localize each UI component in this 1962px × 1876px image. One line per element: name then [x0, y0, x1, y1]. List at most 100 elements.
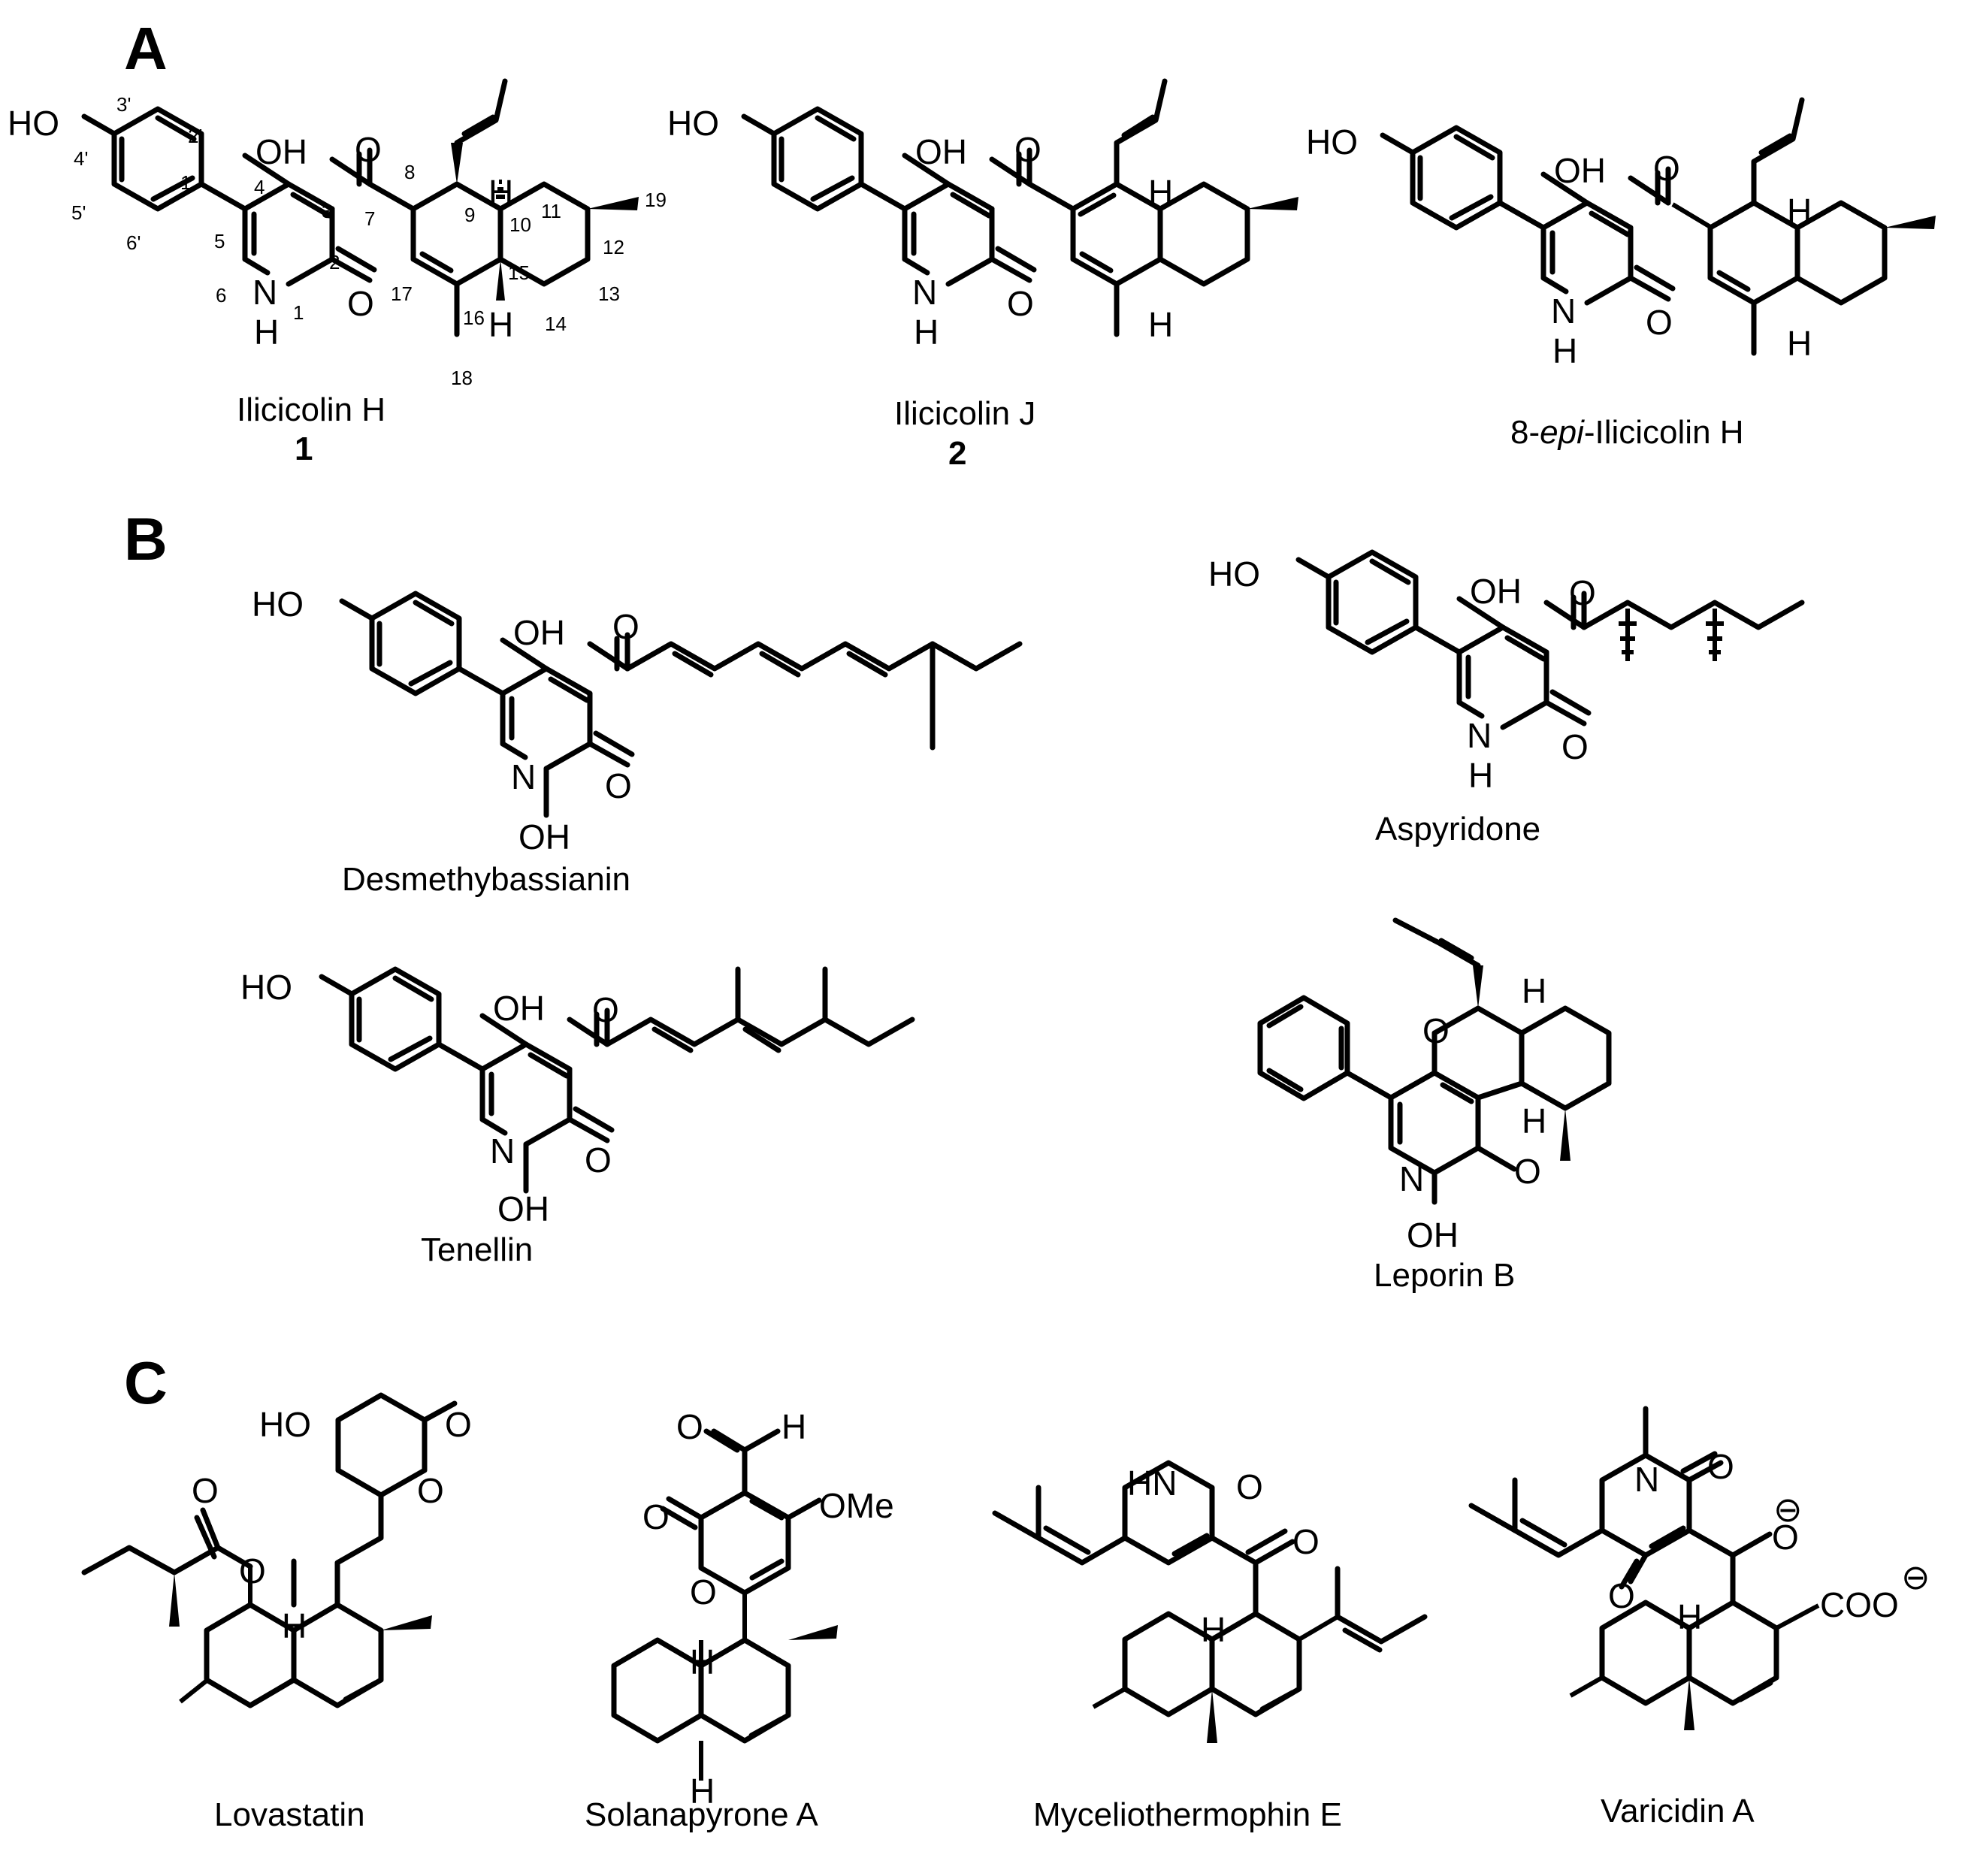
o-charge-var: ⊖ [1773, 1490, 1803, 1529]
o-label-lov-d: O [239, 1551, 266, 1591]
ho-label-asp: HO [1208, 554, 1260, 594]
num-6p: 6' [126, 231, 141, 254]
noh-label-ten: OH [497, 1189, 549, 1228]
oh-label-1: OH [255, 132, 307, 171]
o-label-var-a: O [1707, 1447, 1734, 1486]
num-4: 4 [254, 176, 265, 198]
leporin-b-name: Leporin B [1374, 1257, 1515, 1294]
panel-label-b: B [124, 506, 168, 572]
desmethybassianin-name: Desmethybassianin [342, 861, 630, 898]
h-label-2b: H [1148, 305, 1173, 344]
oh-label-desm: OH [513, 613, 565, 652]
noh-label-desm: OH [518, 817, 570, 856]
h-label-epi-b: H [1787, 324, 1812, 363]
num-17: 17 [391, 282, 413, 305]
num-11: 11 [541, 200, 561, 222]
ilicicolin-j-structure [744, 78, 1298, 337]
varicidin-a-name: Varicidin A [1601, 1793, 1755, 1829]
num-7: 7 [364, 207, 375, 230]
nh-n-label-epi: N [1551, 292, 1576, 331]
n-label-ten: N [490, 1131, 515, 1171]
n-label-desm: N [511, 757, 536, 796]
aspyridone-name: Aspyridone [1375, 811, 1540, 847]
o-label-myc-b: O [1292, 1522, 1320, 1561]
h-label-lep-a: H [1522, 971, 1546, 1011]
desmethybassianin-structure [342, 594, 1023, 818]
num-3: 3 [322, 200, 332, 222]
num-5p: 5' [71, 201, 86, 224]
num-8: 8 [404, 161, 415, 183]
num-16: 16 [463, 307, 485, 329]
n-label-var: N [1634, 1460, 1659, 1499]
num-19: 19 [645, 189, 667, 211]
o-label-sol-ring: O [690, 1572, 717, 1612]
panel-label-a: A [124, 15, 168, 82]
oh-label-epi: OH [1554, 151, 1606, 190]
ho-label-1: HO [8, 104, 59, 143]
noh-label-lep: OH [1407, 1216, 1459, 1255]
ho-label-desm: HO [252, 585, 304, 624]
o-label-1b: O [347, 284, 374, 323]
nh-n-label-2: N [912, 273, 937, 312]
nh-h-label-epi: H [1552, 331, 1577, 370]
h-label-sol-a: H [690, 1642, 715, 1681]
num-1p: 1' [180, 171, 195, 194]
h-label-myc: H [1201, 1610, 1226, 1649]
o-label-epi-a: O [1653, 149, 1680, 188]
num-3p: 3' [116, 93, 131, 116]
oh-label-2: OH [915, 132, 967, 171]
o-label-sol-co: O [642, 1497, 670, 1536]
o-label-lov-a: O [445, 1405, 472, 1444]
num-18: 18 [451, 367, 473, 389]
nh-h-label-2: H [914, 313, 939, 352]
h-label-1a: H [488, 173, 513, 212]
o-label-myc-a: O [1236, 1467, 1263, 1506]
h-label-lov: H [282, 1606, 307, 1645]
ho-label-2: HO [667, 104, 719, 143]
tenellin-name: Tenellin [421, 1231, 533, 1268]
o-label-var-b: O [1608, 1576, 1635, 1615]
ilicicolin-h-structure [84, 78, 639, 337]
o-label-lep-ring: O [1422, 1011, 1450, 1050]
num-1: 1 [293, 301, 304, 324]
num-9: 9 [464, 204, 475, 226]
num-2: 2 [329, 251, 340, 273]
o-label-ten-a: O [592, 990, 619, 1029]
ilicicolin-j-number: 2 [948, 435, 966, 472]
coo-label-var: COO [1820, 1585, 1899, 1624]
aspyridone-structure [1298, 552, 1805, 727]
epi-ilicicolin-h-structure [1383, 97, 1936, 356]
o-label-desm-b: O [605, 766, 632, 805]
o-label-desm-a: O [612, 607, 639, 646]
ome-label-sol: OMe [819, 1486, 894, 1525]
o-label-lov-b: O [417, 1471, 444, 1510]
ilicicolin-j-name: Ilicicolin J [894, 395, 1035, 432]
o-label-epi-b: O [1646, 303, 1673, 342]
ho-label-ten: HO [240, 968, 292, 1007]
ilicicolin-h-number: 1 [295, 430, 313, 467]
varicidin-a-structure [1468, 1406, 1820, 1730]
o-label-asp-a: O [1569, 573, 1596, 612]
coo-charge-var: ⊖ [1901, 1557, 1930, 1597]
myceliothermophin-e-structure [992, 1460, 1428, 1743]
nh-label-asp: H [1468, 756, 1493, 795]
num-6: 6 [216, 284, 226, 307]
num-14: 14 [545, 313, 567, 335]
epi-ilicicolin-h-name: 8-epi-Ilicicolin H [1510, 414, 1744, 451]
num-10: 10 [509, 213, 531, 236]
leporin-b-structure [1260, 917, 1612, 1205]
lovastatin-structure [81, 1392, 458, 1708]
ho-label-lov: HO [259, 1405, 311, 1444]
solanapyrone-a-structure [614, 1428, 838, 1781]
o-label-lov-c: O [192, 1471, 219, 1510]
myceliothermophin-e-name: Myceliothermophin E [1033, 1796, 1342, 1833]
o-label-sol-cho: O [676, 1407, 703, 1446]
h-label-var: H [1677, 1597, 1702, 1636]
num-2p: 2' [188, 125, 202, 147]
num-4p: 4' [74, 147, 88, 170]
hn-label-myc: HN [1127, 1464, 1177, 1503]
oh-label-ten: OH [493, 989, 545, 1028]
tenellin-structure [322, 966, 915, 1194]
